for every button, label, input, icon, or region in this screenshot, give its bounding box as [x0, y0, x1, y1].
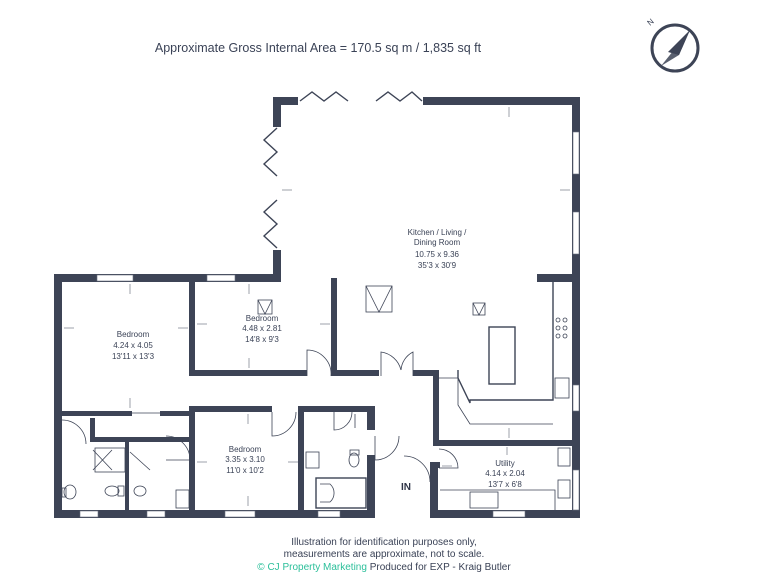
utility-fittings	[440, 447, 571, 510]
room-label-bedroom-left: Bedroom 4.24 x 4.05 13'11 x 13'3	[112, 330, 155, 361]
bedroom-mid-imperial: 14'8 x 9'3	[245, 335, 279, 344]
room-label-bedroom-mid: Bedroom 4.48 x 2.81 14'8 x 9'3	[242, 314, 282, 344]
kitchen-units	[257, 282, 570, 425]
room-label-kitchen: Kitchen / Living / Dining Room 10.75 x 9…	[408, 228, 467, 270]
room-label-bedroom-low: Bedroom 3.35 x 3.10 11'0 x 10'2	[225, 445, 265, 475]
bedroom-mid-name: Bedroom	[246, 314, 279, 323]
credits-line: © CJ Property Marketing Produced for EXP…	[0, 562, 768, 574]
kitchen-imperial: 35'3 x 30'9	[418, 261, 457, 270]
utility-imperial: 13'7 x 6'8	[488, 480, 522, 489]
bedroom-low-metric: 3.35 x 3.10	[225, 455, 265, 464]
gross-area-text: Approximate Gross Internal Area = 170.5 …	[155, 41, 482, 55]
bathroom-fixtures	[61, 414, 367, 509]
disclaimer-line-2: measurements are approximate, not to sca…	[283, 549, 485, 560]
kitchen-metric: 10.75 x 9.36	[415, 250, 460, 259]
bedroom-left-imperial: 13'11 x 13'3	[112, 352, 155, 361]
kitchen-name-line-1: Kitchen / Living /	[408, 228, 467, 237]
bedroom-left-name: Bedroom	[117, 330, 150, 339]
interior-walls	[62, 274, 580, 512]
bifold-doors	[262, 91, 423, 249]
room-label-utility: Utility 4.14 x 2.04 13'7 x 6'8	[485, 459, 525, 489]
compass-north-label: N	[646, 17, 656, 28]
windows	[79, 131, 580, 518]
bedroom-low-name: Bedroom	[229, 445, 262, 454]
utility-name: Utility	[495, 459, 515, 468]
door-swings	[61, 349, 459, 483]
brand-name: © CJ Property Marketing	[257, 562, 367, 573]
bedroom-left-metric: 4.24 x 4.05	[113, 341, 153, 350]
disclaimer-line-1: Illustration for identification purposes…	[291, 537, 477, 548]
produced-for-text: Produced for EXP - Kraig Butler	[369, 562, 511, 573]
utility-metric: 4.14 x 2.04	[485, 469, 525, 478]
bedroom-low-imperial: 11'0 x 10'2	[226, 466, 264, 475]
entrance-label: IN	[401, 482, 411, 493]
compass-icon: N	[646, 17, 700, 73]
kitchen-name-line-2: Dining Room	[414, 238, 461, 247]
dimension-markers	[64, 107, 570, 506]
bedroom-mid-metric: 4.48 x 2.81	[242, 324, 282, 333]
